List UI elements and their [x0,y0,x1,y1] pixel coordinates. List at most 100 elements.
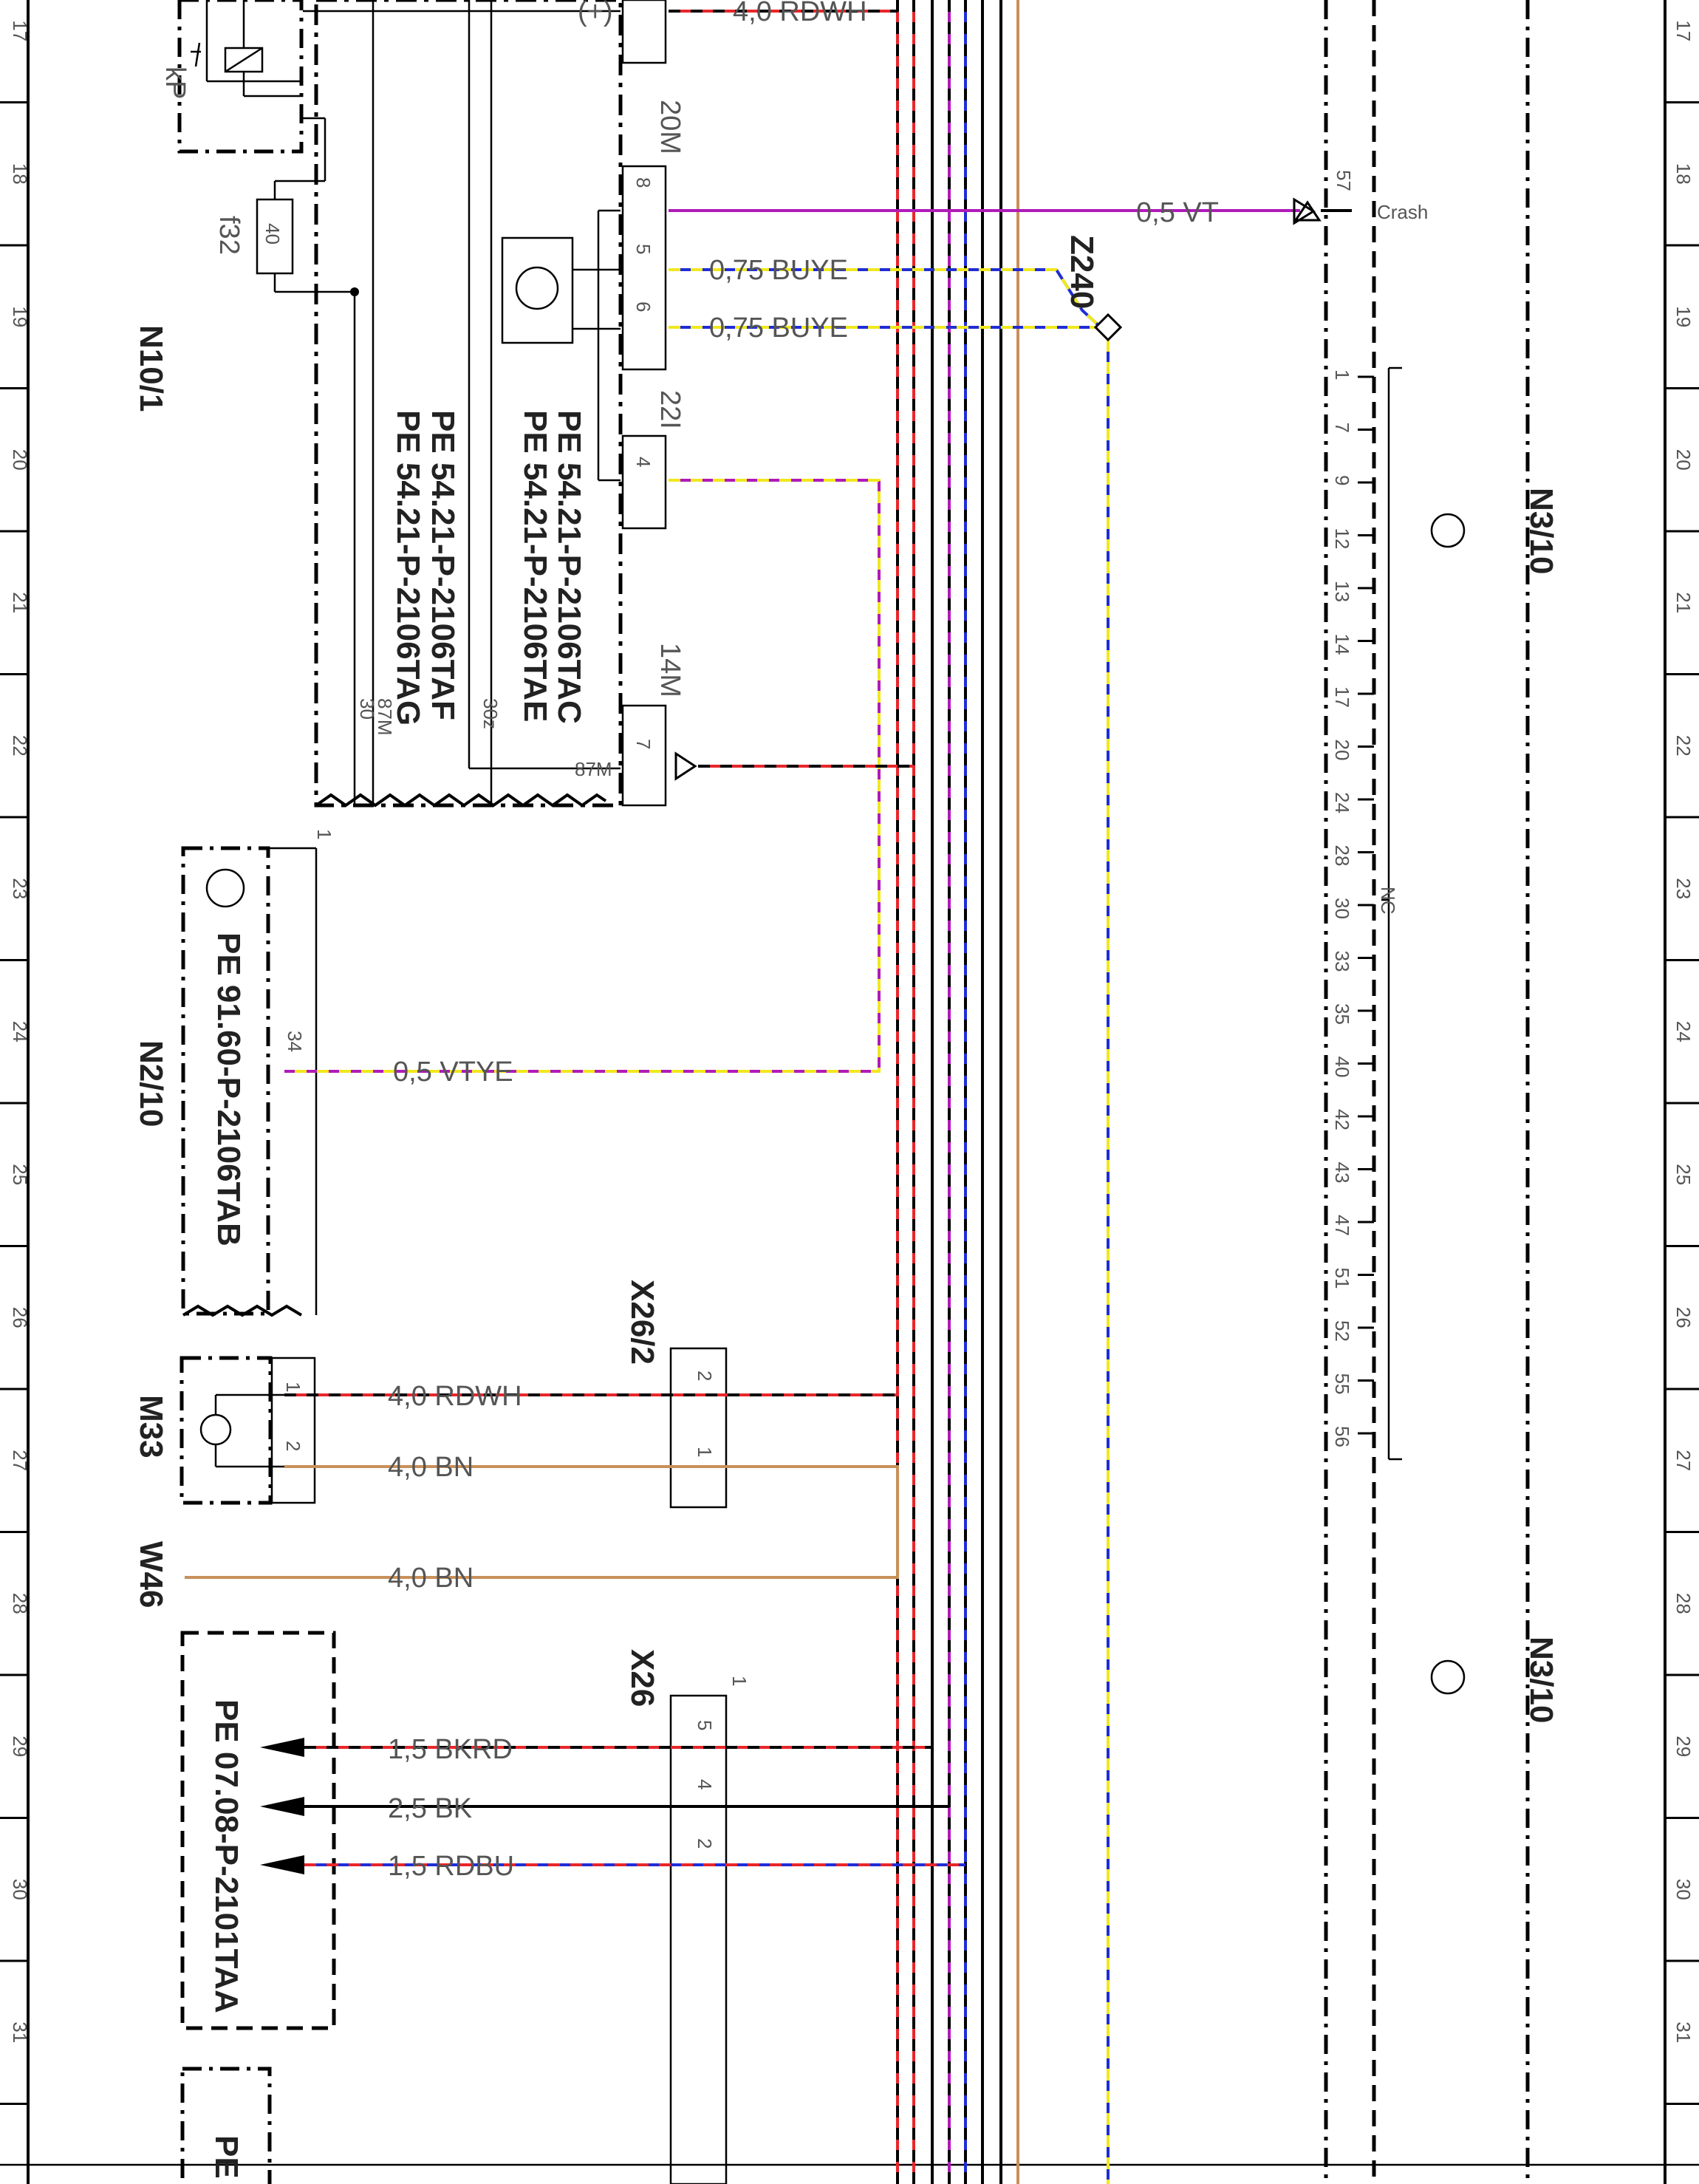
x26-label: X26 [624,1649,660,1707]
n3-10-module [1293,0,1530,2184]
row-number: 29 [1672,1736,1695,1757]
nc-pin: 51 [1331,1268,1353,1289]
pin-30: 30 [356,698,378,720]
wires [185,0,1352,2184]
nc-pin: 14 [1331,634,1353,655]
row-number: 28 [9,1593,31,1614]
x26-pin-2: 2 [694,1838,716,1849]
nc-pin: 43 [1331,1162,1353,1184]
pin-plus: (+) [578,0,613,27]
row-number: 24 [1672,1021,1695,1042]
nc-pin: 42 [1331,1109,1353,1130]
row-number: 25 [1672,1164,1695,1185]
nc-label: NC [1377,887,1399,915]
nc-pin: 40 [1331,1057,1353,1078]
nc-pin: 35 [1331,1003,1353,1025]
pin-30z: 30z [479,698,502,729]
n3-10-bottom-label: N3/10 [1523,1637,1559,1723]
wire-vtye-path [284,479,881,1073]
row-number: 22 [1672,735,1695,757]
n2-pin-1: 1 [313,829,335,839]
pin-6: 6 [632,301,654,312]
wire-w46-bn: 4,0 BN [388,1563,474,1594]
nc-pin: 9 [1331,475,1353,485]
row-number: 17 [9,20,31,41]
row-number: 18 [9,163,31,185]
nc-pin: 1 [1331,369,1353,380]
n3-10-top-label: N3/10 [1523,488,1559,574]
row-number: 26 [1672,1307,1695,1328]
wire-buye-2: 0,75 BUYE [709,313,848,344]
wire-top-rdwh: 4,0 RDWH [733,0,867,27]
ref-2106tac: PE 54.21-P-2106TAC [551,410,587,724]
row-number: 23 [9,878,31,899]
wire-m33-bn: 4,0 BN [388,1452,474,1483]
wire-rdbu: 1,5 RDBU [388,1851,514,1882]
row-number: 23 [1672,878,1695,899]
row-number: 31 [9,2021,31,2043]
x26-2-pin-2: 2 [694,1371,716,1381]
row-number: 19 [1672,306,1695,327]
pin-22i: 22I [654,390,686,429]
pin-87m: 87M [575,758,612,780]
ref-2106tae: PE 54.21-P-2106TAE [517,410,553,722]
nc-pin: 20 [1331,740,1353,761]
n2-pin-34: 34 [284,1031,306,1052]
nc-pin: 12 [1331,528,1353,550]
wire-buye-1-path-stripe [669,268,1102,329]
row-number: 27 [1672,1450,1695,1471]
nc-pin: 33 [1331,951,1353,972]
row-number: 30 [1672,1879,1695,1900]
w46-label: W46 [133,1541,169,1608]
nc-pin: 55 [1331,1373,1353,1395]
x26-pin-1: 1 [728,1676,751,1686]
row-number: 19 [9,306,31,327]
row-number: 26 [9,1307,31,1328]
x26-connectors [669,1347,728,2184]
x26-pin-4: 4 [694,1779,716,1789]
pin-14m: 14M [654,643,686,697]
pin-7: 7 [632,739,654,749]
m33-label: M33 [133,1395,169,1458]
ref-2106tag: PE 54.21-P-2106TAG [390,410,426,726]
row-number: 31 [1672,2021,1695,2043]
x26-2-pin-1: 1 [694,1447,716,1457]
nc-pin: 47 [1331,1215,1353,1236]
nc-pin: 13 [1331,581,1353,602]
labels: kP f32 40 N10/1 PE 54.21-P-2106TAF PE 54… [133,0,1559,2179]
nc-pin: 56 [1331,1426,1353,1447]
f32-value: 40 [261,223,284,245]
wire-vtye: 0,5 VTYE [393,1057,513,1088]
row-number: 21 [1672,592,1695,613]
nc-pin: 28 [1331,845,1353,867]
row-number: 22 [9,735,31,757]
ref-2106tab: PE 91.60-P-2106TAB [211,932,247,1246]
nc-pin: 30 [1331,898,1353,919]
n2-10-label: N2/10 [133,1040,169,1127]
pin-8: 8 [632,177,654,188]
n2-10-module [181,846,318,1317]
nc-pin: 52 [1331,1320,1353,1342]
pin-5: 5 [632,244,654,254]
row-number: 21 [9,592,31,613]
wire-m33-bn-path [185,1465,899,1579]
pin-87m-b: 87M [374,698,396,736]
row-number: 30 [9,1879,31,1900]
row-number: 29 [9,1736,31,1757]
pin-4: 4 [632,457,654,467]
pe-box [180,1631,336,2184]
m33-motor [180,1356,316,1505]
m33-pin-2: 2 [282,1441,304,1451]
row-number: 27 [9,1450,31,1471]
x26-pin-5: 5 [694,1720,716,1730]
crash-label: Crash [1377,201,1428,223]
wire-m33-rdwh: 4,0 RDWH [388,1381,522,1412]
nc-pin: 24 [1331,792,1353,813]
wire-vt: 0,5 VT [1136,197,1219,228]
pin-20m: 20M [654,100,686,154]
row-number: 28 [1672,1593,1695,1614]
